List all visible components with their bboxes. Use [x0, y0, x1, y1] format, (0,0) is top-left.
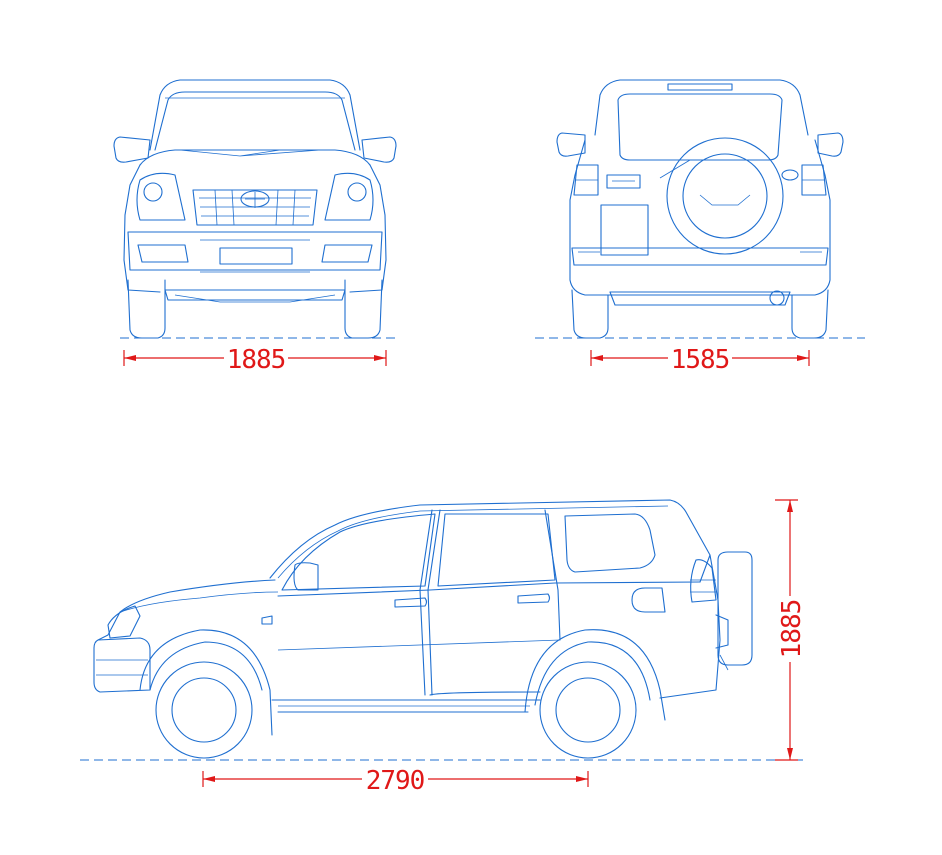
height-label: 1885: [777, 600, 807, 659]
front-view: [113, 79, 397, 339]
front-track-label: 1885: [227, 345, 286, 375]
side-view: [93, 499, 753, 759]
dimension-wheelbase: 2790: [202, 766, 589, 796]
dimension-rear-track: 1585: [590, 345, 810, 375]
rear-view: [556, 79, 844, 339]
dimension-front-track: 1885: [123, 345, 387, 375]
dimension-height: 1885: [775, 499, 807, 761]
rear-track-label: 1585: [671, 345, 730, 375]
wheelbase-label: 2790: [366, 766, 425, 796]
